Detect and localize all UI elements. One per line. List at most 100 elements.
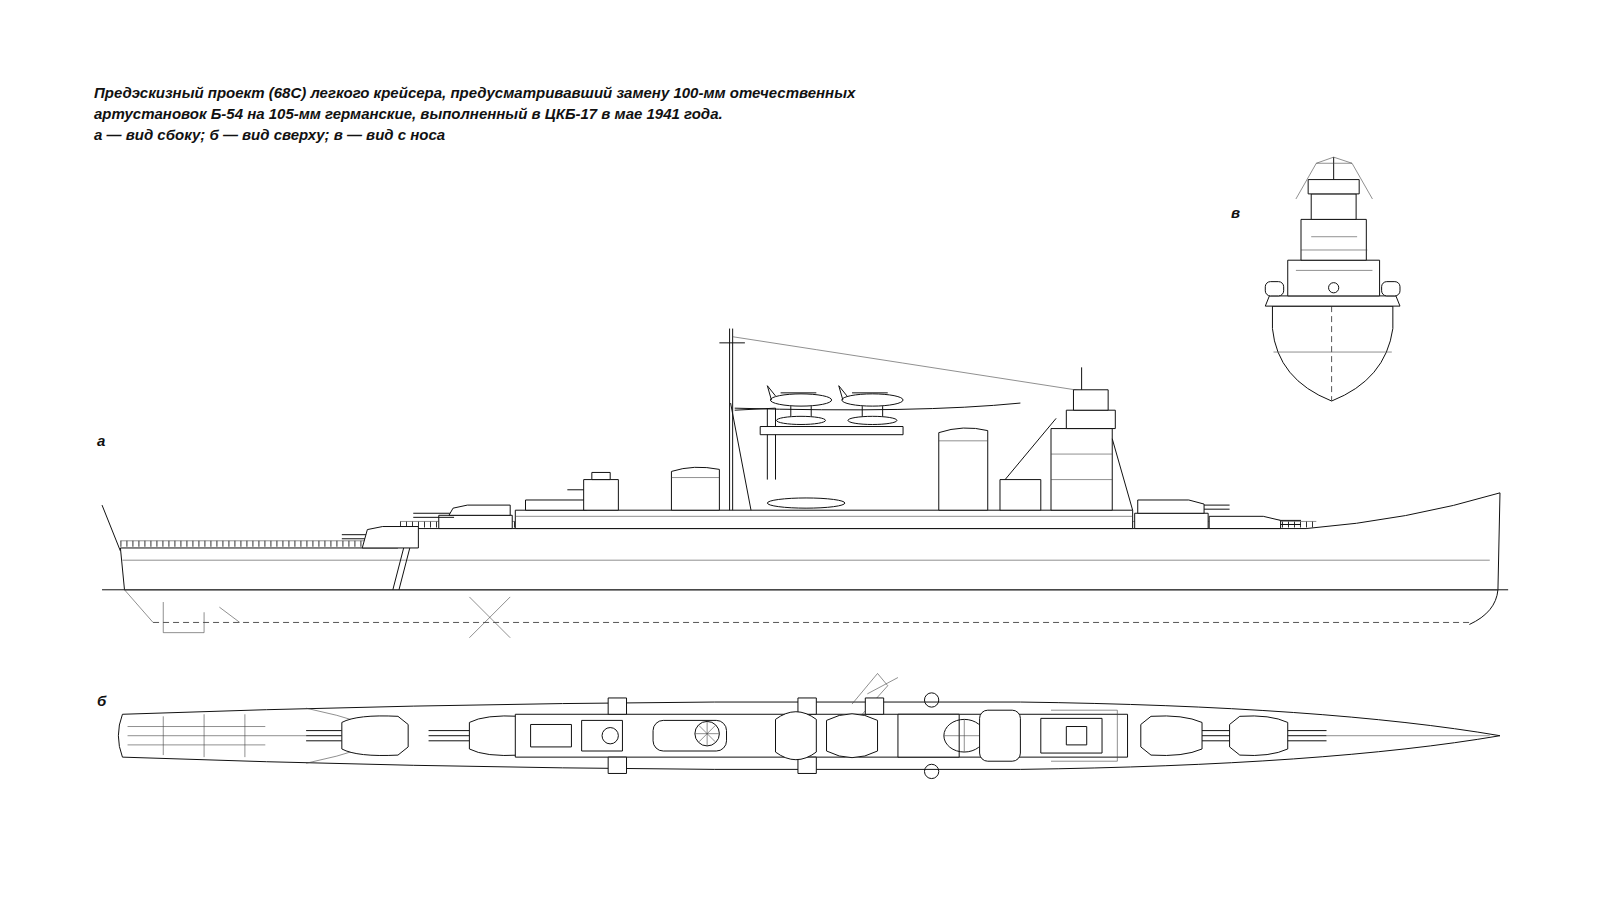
drawing-line: [1051, 429, 1112, 511]
view-legend: а — вид сбоку; б — вид сверху; в — вид с…: [94, 124, 964, 145]
view-letter: в: [1231, 202, 1240, 223]
drawing-line: [852, 392, 888, 393]
drawing-line: [732, 329, 733, 511]
drawing-line: [1331, 306, 1332, 401]
drawing-line: [1265, 282, 1283, 296]
view-letter: б: [97, 690, 106, 711]
drawing-line: [1308, 180, 1359, 194]
drawing-line: [719, 342, 745, 343]
drawing-line: [413, 517, 454, 518]
drawing-line: [944, 719, 985, 752]
drawing-line: [582, 720, 623, 751]
drawing-line: [1301, 219, 1366, 260]
drawing-line: [1209, 516, 1280, 528]
drawing-line: [449, 505, 510, 515]
drawing-line: [567, 489, 583, 490]
drawing-line: [342, 716, 408, 756]
drawing-line: [1265, 296, 1400, 306]
drawing-line: [124, 590, 153, 623]
drawing-line: [1051, 479, 1112, 480]
drawing-line: [120, 541, 396, 547]
drawing-line: [695, 721, 719, 745]
drawing-line: [671, 477, 719, 478]
drawing-line: [882, 406, 883, 416]
drawing-line: [1382, 282, 1400, 296]
drawing-line: [767, 498, 845, 508]
drawing-line: [760, 427, 903, 435]
drawing-line: [777, 416, 826, 424]
drawing-line: [1329, 283, 1339, 293]
drawing-line: [944, 719, 985, 752]
drawing-line: [102, 505, 120, 551]
drawing-line: [1051, 454, 1112, 455]
seaplane: [767, 386, 831, 425]
drawing-line: [128, 714, 307, 757]
drawing-line: [1051, 710, 1117, 761]
drawing-line: [306, 735, 342, 736]
top-view: [118, 673, 1500, 778]
drawing-line: [735, 408, 776, 479]
drawing-line: [1288, 740, 1327, 741]
drawing-line: [584, 480, 619, 511]
drawing-line: [1135, 513, 1208, 528]
drawing-line: [515, 510, 1132, 528]
drawing-line: [515, 714, 1127, 757]
drawing-line: [120, 540, 396, 541]
drawing-line: [731, 403, 751, 510]
drawing-line: [342, 534, 368, 535]
drawing-line: [924, 693, 938, 707]
drawing-line: [531, 724, 572, 746]
drawing-line: [1066, 727, 1086, 745]
drawing-line: [592, 472, 610, 479]
drawing-line: [848, 416, 897, 424]
drawing-line: [1288, 735, 1327, 736]
drawing-line: [776, 712, 817, 760]
drawing-line: [1296, 237, 1373, 271]
drawing-line: [122, 560, 1489, 561]
drawing-line: [790, 406, 791, 416]
drawing-line: [733, 337, 1082, 391]
view-letter: а: [97, 430, 105, 451]
drawing-line: [1041, 718, 1102, 753]
drawing-line: [1230, 716, 1288, 756]
drawing-line: [1272, 306, 1392, 401]
drawing-line: [865, 698, 883, 714]
drawing-line: [1327, 735, 1490, 736]
drawing-line: [163, 597, 510, 638]
drawing-line: [1333, 157, 1334, 179]
drawing-line: [924, 764, 938, 778]
drawing-line: [827, 714, 878, 758]
bow-view: [1265, 157, 1400, 401]
drawing-line: [653, 720, 726, 751]
drawing-line: [1273, 352, 1391, 353]
drawing-line: [1288, 730, 1327, 731]
drawing-line: [608, 698, 626, 714]
drawing-line: [362, 527, 418, 548]
drawing-line: [1138, 500, 1204, 513]
drawing-line: [608, 757, 626, 773]
drawing-title: Предэскизный проект (68С) легкого крейсе…: [94, 82, 964, 124]
drawing-line: [1141, 716, 1202, 756]
drawing-line: [306, 730, 342, 731]
drawing-line: [781, 392, 817, 393]
drawing-line: [1311, 194, 1356, 220]
drawing-line: [1288, 260, 1380, 296]
drawing-line: [939, 440, 988, 441]
seaplane: [839, 386, 903, 425]
drawing-line: [811, 406, 812, 416]
drawing-line: [839, 386, 847, 400]
drawing-line: [852, 673, 898, 714]
drawing-line: [526, 500, 587, 510]
drawing-line: [120, 493, 1500, 590]
drawing-line: [515, 516, 1132, 517]
drawing-line: [767, 386, 775, 400]
drawing-line: [306, 740, 342, 741]
drawing-line: [939, 428, 988, 510]
drawing-line: [1073, 390, 1108, 410]
drawing-line: [1081, 367, 1082, 389]
drawing-line: [429, 735, 470, 736]
drawing-line: [695, 721, 719, 745]
drawing-line: [1005, 418, 1133, 510]
drawing-line: [1296, 157, 1373, 199]
drawing-line: [413, 513, 454, 514]
